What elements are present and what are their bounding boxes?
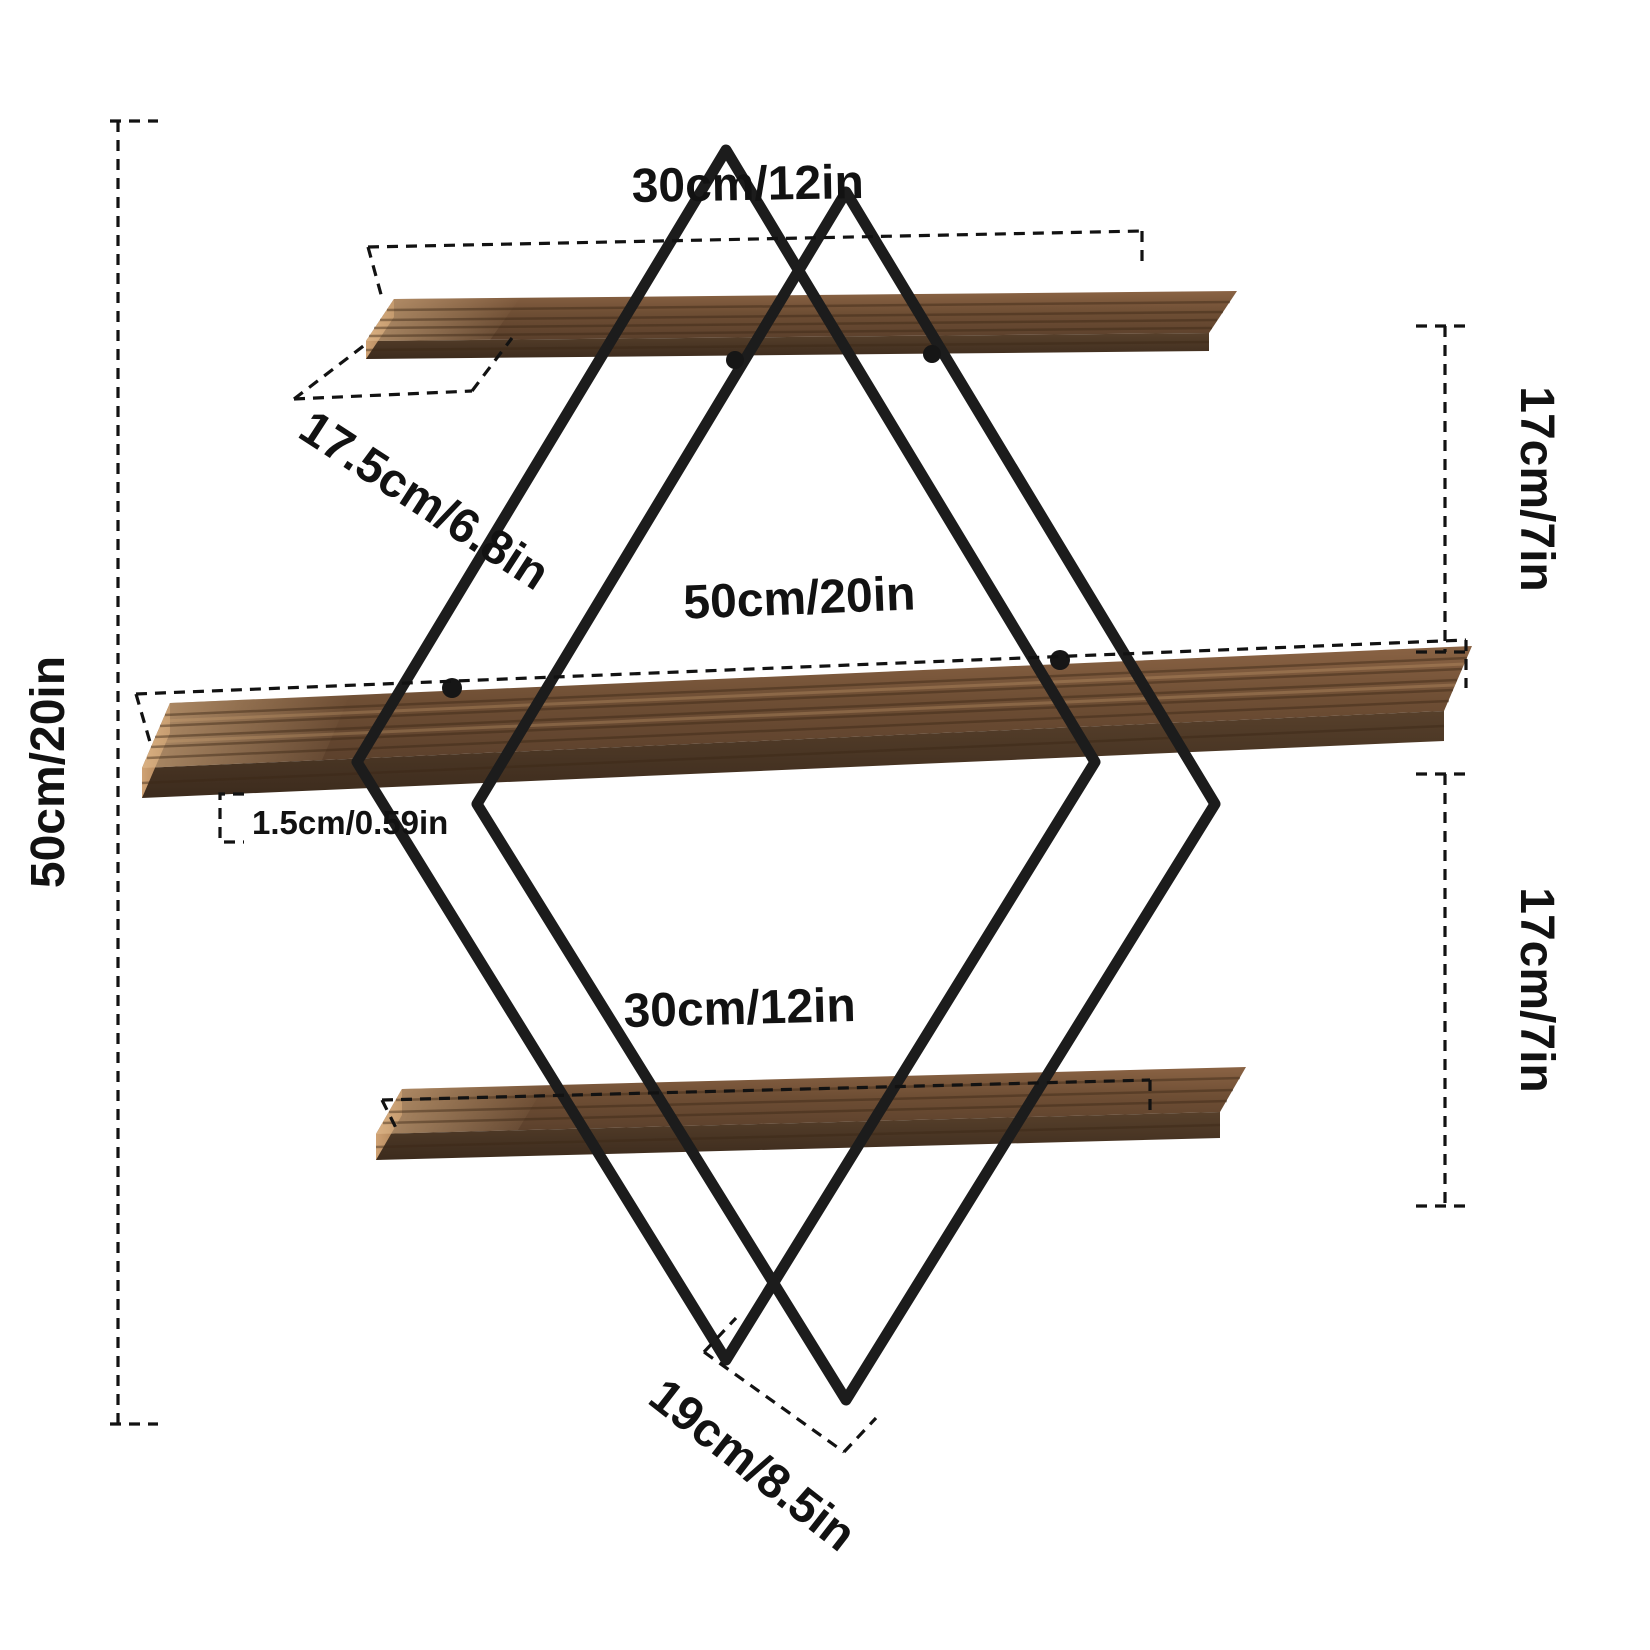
frame-front-diamond bbox=[471, 186, 1221, 1406]
middle-shelf-width-label: 50cm/20in bbox=[682, 567, 916, 629]
frame-back-diamond bbox=[351, 144, 1101, 1366]
lower-gap-label: 17cm/7in bbox=[1510, 887, 1563, 1092]
top-shelf-width-label: 30cm/12in bbox=[631, 156, 864, 213]
dim-bottom-shelf-depth: 19cm/8.5in bbox=[639, 1316, 878, 1562]
wall-mount-dot bbox=[442, 678, 462, 698]
dim-tick bbox=[842, 1416, 878, 1454]
dim-tick bbox=[293, 342, 367, 401]
top-shelf-top-face bbox=[366, 291, 1237, 341]
overall-height-label: 50cm/20in bbox=[22, 656, 75, 888]
middle-shelf-end-highlight bbox=[142, 695, 350, 768]
upper-gap-label: 17cm/7in bbox=[1510, 386, 1563, 591]
wall-mount-dot bbox=[923, 345, 941, 363]
top-shelf bbox=[365, 291, 1237, 359]
metal-wire-frame bbox=[351, 144, 1221, 1406]
bottom-shelf-width-label: 30cm/12in bbox=[623, 979, 856, 1038]
dim-middle-shelf-width: 50cm/20in bbox=[134, 567, 1468, 743]
middle-shelf bbox=[141, 646, 1472, 798]
dim-top-shelf-width: 30cm/12in bbox=[366, 156, 1144, 299]
dim-top-shelf-depth: 17.5cm/6.8in bbox=[290, 337, 558, 601]
dim-shelf-thickness: 1.5cm/0.59in bbox=[218, 792, 448, 844]
top-shelf-front-face bbox=[366, 333, 1209, 359]
middle-shelf-front-face bbox=[142, 711, 1444, 798]
dim-line bbox=[293, 389, 473, 401]
dim-tick bbox=[702, 1316, 738, 1354]
dim-line bbox=[381, 1078, 1151, 1102]
dim-line bbox=[367, 229, 1143, 249]
top-shelf-end-highlight bbox=[366, 298, 520, 341]
dim-tick bbox=[218, 792, 244, 844]
dim-upper-gap: 17cm/7in bbox=[1416, 324, 1563, 654]
dim-tick bbox=[380, 1099, 398, 1129]
shelf-thickness-label: 1.5cm/0.59in bbox=[252, 804, 448, 841]
wood-grain bbox=[365, 300, 1231, 352]
dim-tick bbox=[134, 693, 152, 743]
dim-bottom-shelf-width: 30cm/12in bbox=[380, 979, 1152, 1129]
dim-overall-height: 50cm/20in bbox=[22, 119, 158, 1426]
dim-lower-gap: 17cm/7in bbox=[1416, 772, 1563, 1208]
bottom-shelf-depth-label: 19cm/8.5in bbox=[639, 1369, 865, 1562]
bottom-shelf-front-face bbox=[376, 1112, 1220, 1160]
bottom-shelf bbox=[375, 1067, 1246, 1160]
dim-line bbox=[703, 1350, 845, 1454]
wall-mount-dot bbox=[1050, 650, 1070, 670]
dim-line bbox=[135, 638, 1467, 696]
dim-tick bbox=[366, 246, 384, 299]
wall-mount-dot bbox=[726, 351, 744, 369]
